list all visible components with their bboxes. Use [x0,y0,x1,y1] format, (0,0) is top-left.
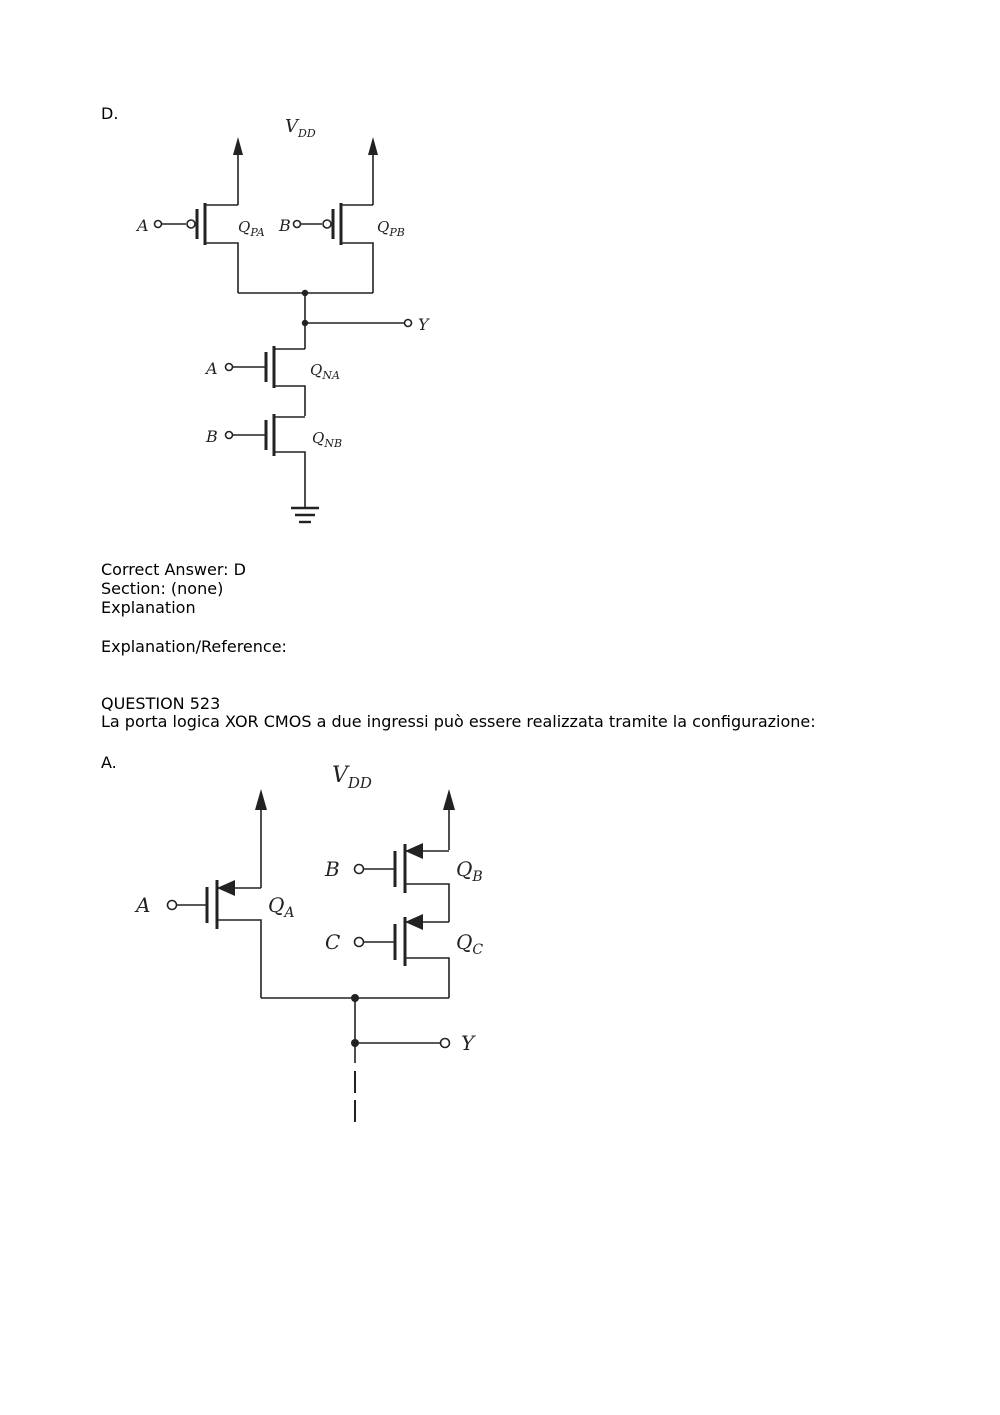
option-a-circuit-diagram: VDD A QA B QB C [134,763,483,1122]
svg-text:B: B [278,216,291,235]
transistor-qpa: A QPA [135,203,265,293]
output-y-label: Y [418,315,430,334]
svg-text:QA: QA [268,893,295,921]
svg-text:A: A [135,216,149,235]
svg-text:QNA: QNA [310,361,340,382]
transistor-qnb: B QNB [205,414,342,508]
section-text: Section: (none) [101,579,224,598]
svg-text:A: A [134,893,150,917]
svg-text:QPB: QPB [377,218,405,239]
svg-text:A: A [204,359,218,378]
vdd-label: VDD [332,763,372,792]
transistor-qna: A QNA [204,346,340,416]
vdd-arrow-icon [255,789,267,888]
explanation-reference-heading: Explanation/Reference: [101,637,287,656]
explanation-heading: Explanation [101,598,196,617]
transistor-qb: B QB [324,843,483,922]
svg-text:QNB: QNB [312,429,342,450]
output-terminal-icon [439,1037,451,1049]
svg-text:QPA: QPA [238,218,265,239]
vdd-arrow-icon [233,137,243,205]
option-a-label: A. [101,753,117,772]
output-terminal-icon [403,318,413,328]
transistor-qpb: B QPB [278,203,405,293]
svg-text:B: B [324,857,340,881]
svg-text:C: C [325,930,340,954]
option-d-circuit-diagram: VDD A QPA B QPB Y A [135,116,430,524]
svg-text:B: B [205,427,218,446]
vdd-arrow-icon [443,789,455,850]
transistor-qc: C QC [325,914,483,998]
ground-icon [291,506,319,524]
svg-text:QC: QC [456,930,483,958]
vdd-label: VDD [285,116,316,140]
question-number: QUESTION 523 [101,694,221,713]
output-y-label: Y [461,1031,476,1055]
transistor-qa: A QA [134,880,295,998]
vdd-arrow-icon [368,137,378,205]
svg-text:QB: QB [456,857,483,885]
option-d-label: D. [101,104,119,123]
question-text: La porta logica XOR CMOS a due ingressi … [101,712,816,731]
correct-answer-text: Correct Answer: D [101,560,246,579]
